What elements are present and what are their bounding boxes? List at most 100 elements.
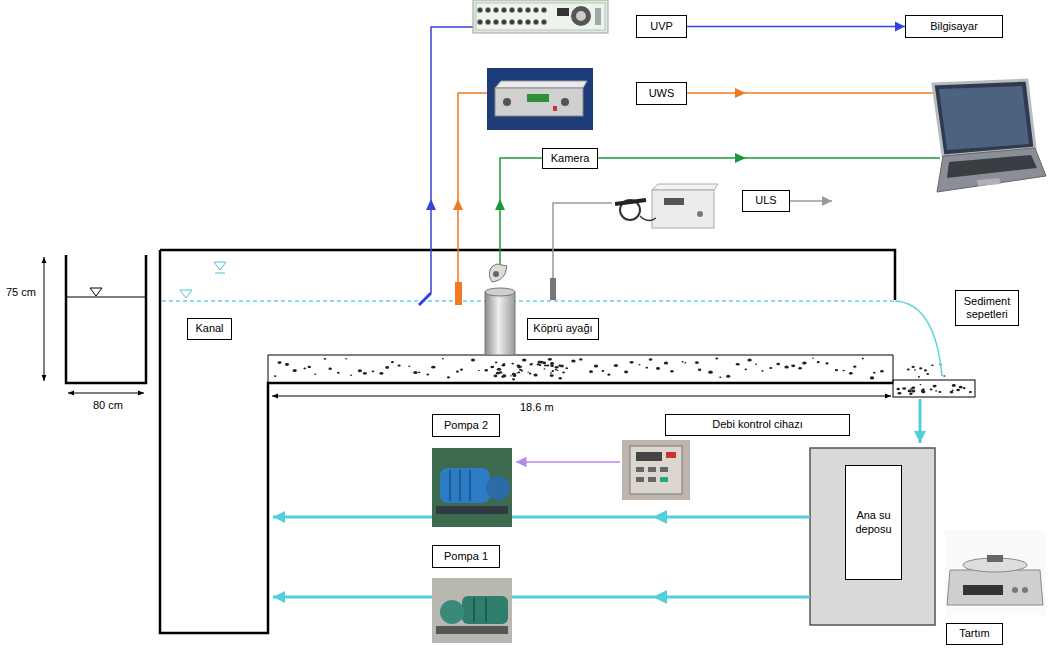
- label-text: Pompa 2: [444, 419, 488, 432]
- uvp-device: [595, 8, 601, 25]
- label-text: Debi kontrol cihazı: [712, 418, 803, 431]
- gravel-grain: [784, 366, 788, 369]
- gravel-grain: [952, 384, 956, 387]
- laptop: [933, 80, 1046, 192]
- gravel-grain: [285, 363, 289, 366]
- uvp-wire: [419, 293, 431, 305]
- pump-2: [486, 476, 510, 500]
- basket-label: Sediment sepetleri: [955, 290, 1019, 326]
- camera-wire: [735, 153, 746, 163]
- flume-outline: [160, 250, 895, 300]
- gravel-grain: [426, 374, 429, 376]
- gravel-grain: [278, 361, 282, 364]
- uls-wire: [553, 203, 612, 278]
- uls-device: [652, 190, 714, 228]
- gravel-grain: [527, 371, 529, 372]
- bridge-pier: [485, 288, 515, 296]
- device-knob: [477, 7, 482, 12]
- gravel-grain: [543, 362, 547, 365]
- gravel-grain: [853, 365, 856, 367]
- camera-wire: [598, 157, 940, 159]
- water-surface: [162, 262, 942, 376]
- device-knob: [509, 19, 514, 24]
- computer-label: Bilgisayar: [905, 15, 1003, 38]
- cross-section: [66, 297, 146, 298]
- gravel-grain: [589, 370, 593, 373]
- gravel-grain: [522, 358, 527, 361]
- uws-device: [553, 106, 557, 111]
- gravel-grain: [497, 368, 501, 371]
- uws-device: [495, 88, 583, 116]
- gravel-grain: [918, 376, 920, 378]
- gravel-grain: [924, 369, 927, 371]
- dimension-label: 80 cm: [93, 399, 123, 411]
- dimension-line: [272, 396, 891, 397]
- gravel-grain: [747, 358, 751, 361]
- gravel-grain: [385, 366, 389, 369]
- gravel-grain: [537, 363, 540, 365]
- gravel-grain: [825, 362, 828, 364]
- water-tank: [810, 448, 935, 625]
- cross-section: [90, 288, 102, 296]
- gravel-grain: [776, 363, 780, 366]
- flow-controller: [622, 440, 690, 500]
- signal-arrow: [687, 26, 905, 28]
- pump-2: [469, 470, 471, 501]
- gravel-grain: [911, 390, 915, 393]
- device-knob: [541, 19, 546, 24]
- water-surface: [215, 273, 225, 274]
- uws-wire: [686, 92, 934, 94]
- gravel-grain: [485, 369, 488, 371]
- weighing-scale: [945, 530, 1045, 615]
- pump-1: [485, 598, 487, 622]
- sediment-bed: [274, 357, 972, 395]
- device-knob: [501, 7, 506, 12]
- gravel-grain: [708, 371, 713, 374]
- gravel-grain: [565, 367, 568, 369]
- gravel-grain: [963, 387, 966, 389]
- control-wire: [516, 462, 620, 463]
- gravel-grain: [656, 367, 660, 370]
- gravel-grain: [544, 368, 546, 369]
- device-knob: [493, 19, 498, 24]
- gravel-grain: [670, 370, 673, 372]
- sediment-basket: [893, 380, 975, 397]
- gravel-grain: [921, 390, 925, 393]
- weighing-scale: [1012, 587, 1018, 593]
- uws-wire: [458, 93, 487, 282]
- gravel-grain: [931, 365, 933, 367]
- pump-label: Pompa 2: [432, 414, 500, 437]
- gravel-grain: [907, 368, 910, 370]
- pipe-flow: [653, 590, 667, 604]
- bridge-pier: [485, 288, 515, 355]
- camera-wire: [500, 158, 542, 265]
- gravel-grain: [639, 364, 641, 365]
- uvp-device: [571, 6, 591, 26]
- gravel-grain: [495, 362, 498, 364]
- gravel-grain: [372, 371, 375, 373]
- gravel-grain: [329, 368, 332, 370]
- gravel-grain: [350, 375, 352, 376]
- uls-device: [640, 216, 656, 221]
- device-knob: [501, 19, 506, 24]
- label-text: Pompa 1: [444, 550, 488, 563]
- gravel-grain: [769, 367, 772, 369]
- dimension-label: 75 cm: [6, 286, 36, 298]
- camera-icon: [489, 264, 507, 282]
- pump-2: [432, 448, 512, 527]
- gravel-grain: [959, 386, 963, 389]
- weighing-scale: [963, 585, 1003, 595]
- gravel-grain: [849, 372, 853, 375]
- gravel-grain: [456, 371, 459, 373]
- gravel-grain: [560, 365, 564, 368]
- gravel-grain: [843, 370, 845, 372]
- gravel-grain: [490, 366, 494, 369]
- uls-wire: [550, 278, 556, 300]
- gravel-grain: [912, 366, 915, 368]
- flume-outline: [160, 250, 893, 633]
- gravel-grain: [478, 370, 480, 371]
- gravel-grain: [969, 391, 972, 393]
- uvp-device: [576, 11, 586, 21]
- gravel-grain: [534, 373, 538, 376]
